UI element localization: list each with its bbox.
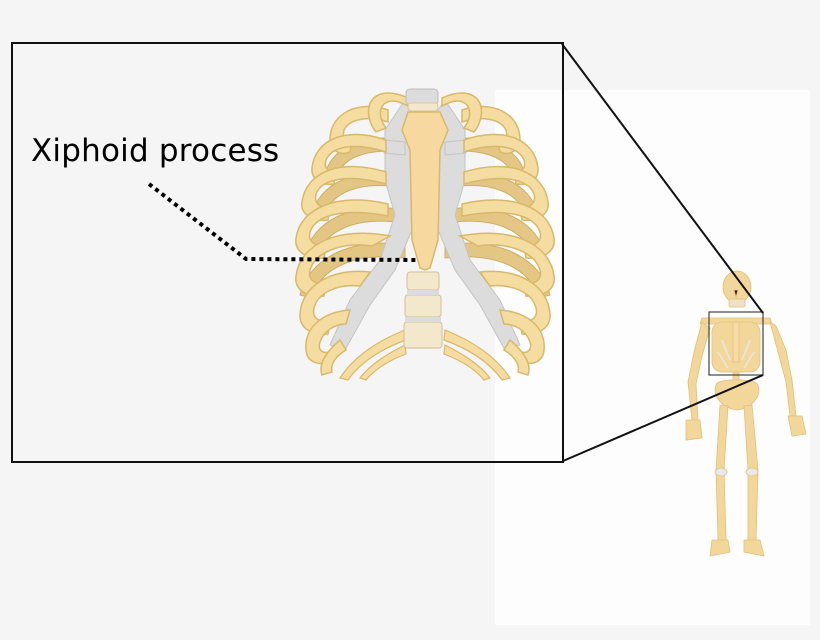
sternum bbox=[401, 111, 449, 271]
full-skeleton-illustration bbox=[685, 270, 807, 557]
connector-line-bottom bbox=[562, 374, 764, 462]
connector-line-top bbox=[561, 43, 764, 314]
leader-line bbox=[147, 182, 419, 262]
xiphoid-process-label: Xiphoid process bbox=[31, 133, 280, 169]
inset-frame bbox=[11, 42, 564, 463]
zoom-region-box bbox=[708, 311, 764, 376]
rib-cage-illustration bbox=[295, 88, 555, 381]
